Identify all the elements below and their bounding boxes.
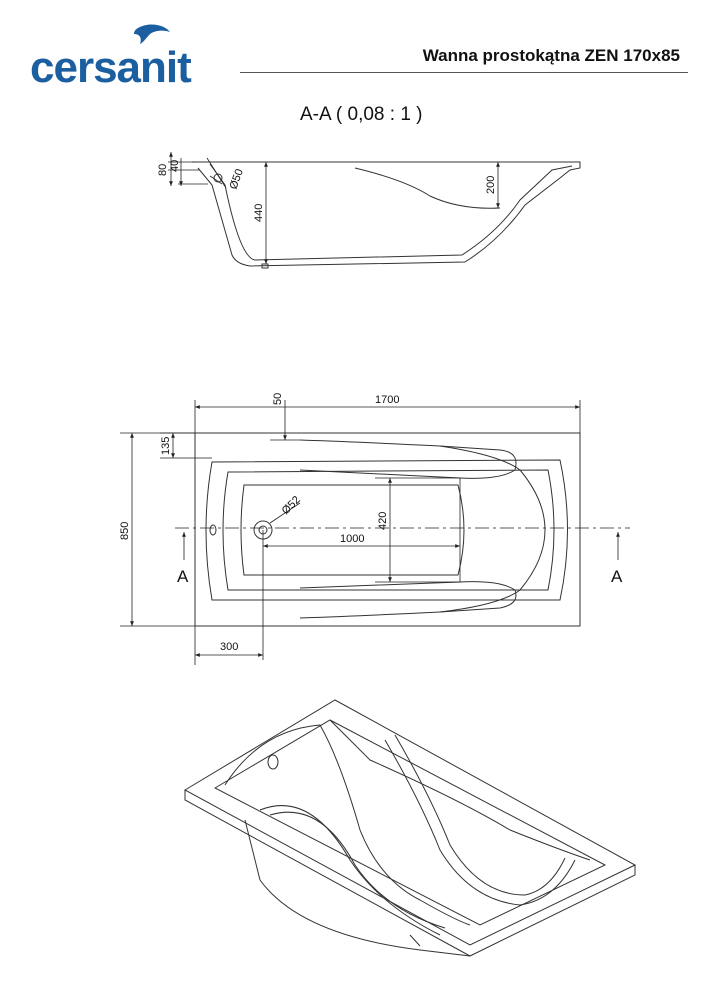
dim-135: 135 xyxy=(160,437,172,455)
dim-1000: 1000 xyxy=(340,533,364,545)
section-label: A-A ( 0,08 : 1 ) xyxy=(300,104,423,125)
side-view-dimensions xyxy=(168,152,500,264)
page-title: Wanna prostokątna ZEN 170x85 xyxy=(422,46,680,65)
isometric-view xyxy=(183,699,637,957)
section-mark-left: A xyxy=(177,567,189,586)
side-view xyxy=(192,161,581,269)
dim-300: 300 xyxy=(220,641,238,653)
dim-200: 200 xyxy=(485,176,497,194)
dim-drain: Ø52 xyxy=(280,494,303,517)
dolphin-icon xyxy=(134,24,170,44)
section-mark-right: A xyxy=(611,567,623,586)
dim-80: 80 xyxy=(157,164,169,176)
dim-850: 850 xyxy=(119,522,131,540)
top-view-dimensions xyxy=(120,400,630,665)
cersanit-logo xyxy=(134,24,170,44)
dim-50-top: 50 xyxy=(272,393,284,405)
brand-name: cersanit xyxy=(30,43,192,92)
top-view xyxy=(194,432,581,627)
dim-40: 40 xyxy=(169,160,181,172)
dim-50: Ø50 xyxy=(228,167,246,191)
title-rule xyxy=(240,72,688,73)
dim-420: 420 xyxy=(377,512,389,530)
dim-1700: 1700 xyxy=(375,394,399,406)
dim-440: 440 xyxy=(253,204,265,222)
